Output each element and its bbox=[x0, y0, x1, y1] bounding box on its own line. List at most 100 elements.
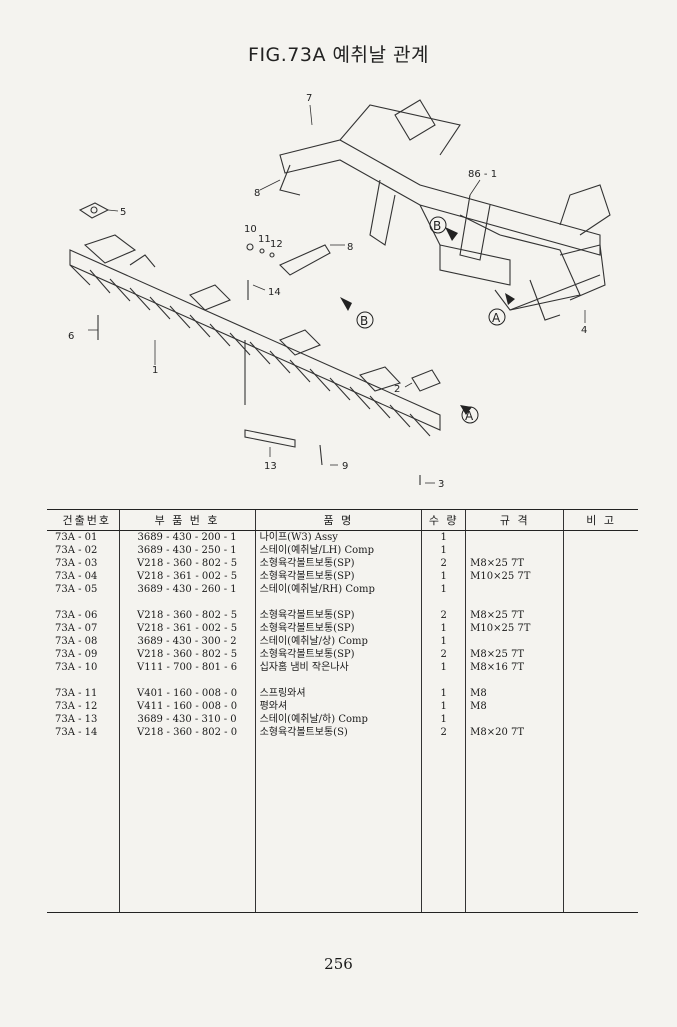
cell-part-no: 3689 - 430 - 260 - 1 bbox=[118, 583, 256, 596]
cell-quantity: 2 bbox=[421, 609, 466, 622]
cell-item-no: 73A - 01 bbox=[55, 532, 98, 543]
header-description: 품 명 bbox=[254, 509, 422, 531]
callout-3: 3 bbox=[438, 479, 444, 490]
callout-8-frame: 8 bbox=[254, 188, 260, 199]
cell-quantity: 1 bbox=[421, 635, 466, 648]
marker-b-frame: B bbox=[433, 219, 441, 233]
cell-item-no: 73A - 05 bbox=[55, 584, 98, 595]
cell-remarks bbox=[563, 700, 638, 713]
cell-spec bbox=[465, 544, 564, 557]
cell-remarks bbox=[563, 530, 638, 544]
cell-remarks bbox=[563, 583, 638, 596]
cell-remarks bbox=[563, 713, 638, 726]
leader-lines bbox=[88, 104, 586, 484]
cell-part-no: V111 - 700 - 801 - 6 bbox=[118, 661, 256, 674]
marker-a-frame: A bbox=[492, 311, 501, 325]
cell-part-no: V218 - 360 - 802 - 5 bbox=[118, 557, 256, 570]
table-empty-space bbox=[47, 739, 638, 913]
header-remarks: 비 고 bbox=[563, 509, 638, 531]
cell-description: 스테이(예취날/상) Comp bbox=[254, 635, 422, 648]
cell-remarks bbox=[563, 557, 638, 570]
bracket-parts bbox=[78, 202, 441, 485]
cell-description: 소형육각볼트보통(SP) bbox=[254, 622, 422, 635]
cell-part-no: V218 - 360 - 802 - 0 bbox=[118, 726, 256, 739]
cell-spec: M8 bbox=[465, 687, 564, 700]
cell-description: 소형육각볼트보통(SP) bbox=[254, 557, 422, 570]
cell-item-no: 73A - 08 bbox=[55, 636, 98, 647]
frame-assembly bbox=[279, 99, 611, 321]
cell-item-no: 73A - 10 bbox=[55, 662, 98, 673]
cell-item-no: 73A - 09 bbox=[55, 649, 98, 660]
cell-description: 스테이(예취날/하) Comp bbox=[254, 713, 422, 726]
cell-quantity: 1 bbox=[421, 687, 466, 700]
header-part-no: 부 품 번 호 bbox=[118, 509, 256, 531]
cell-spec: M10×25 7T bbox=[465, 570, 564, 583]
cell-item-no: 73A - 03 bbox=[55, 558, 98, 569]
callout-13: 13 bbox=[264, 461, 277, 472]
cell-spec: M8×25 7T bbox=[465, 609, 564, 622]
table-spacer-row bbox=[47, 596, 638, 609]
cell-quantity: 2 bbox=[421, 726, 466, 739]
marker-a-circle-frame bbox=[488, 308, 506, 326]
cell-remarks bbox=[563, 609, 638, 622]
cell-part-no: V218 - 361 - 002 - 5 bbox=[118, 570, 256, 583]
cell-remarks bbox=[563, 726, 638, 739]
cell-description: 소형육각볼트보통(SP) bbox=[254, 609, 422, 622]
cell-item-no: 73A - 06 bbox=[55, 610, 98, 621]
cell-quantity: 1 bbox=[421, 583, 466, 596]
cell-item-no: 73A - 14 bbox=[55, 727, 98, 738]
cell-spec bbox=[465, 530, 564, 544]
cell-description: 소형육각볼트보통(SP) bbox=[254, 570, 422, 583]
callout-7: 7 bbox=[306, 93, 312, 104]
cell-spec: M8×16 7T bbox=[465, 661, 564, 674]
cell-quantity: 1 bbox=[421, 700, 466, 713]
header-spec: 규 격 bbox=[465, 509, 564, 531]
cell-part-no: V218 - 361 - 002 - 5 bbox=[118, 622, 256, 635]
cell-remarks bbox=[563, 570, 638, 583]
marker-a-circle-knife bbox=[461, 406, 479, 424]
cell-item-no: 73A - 12 bbox=[55, 701, 98, 712]
marker-b-circle-frame bbox=[429, 216, 447, 234]
cell-spec: M8×20 7T bbox=[465, 726, 564, 739]
header-quantity: 수 량 bbox=[421, 509, 466, 531]
callout-10: 10 bbox=[244, 224, 257, 235]
callout-1: 1 bbox=[152, 365, 158, 376]
figure-title: FIG.73A 예취날 관계 bbox=[248, 44, 429, 66]
cell-part-no: 3689 - 430 - 300 - 2 bbox=[118, 635, 256, 648]
cell-description: 스테이(예취날/RH) Comp bbox=[254, 583, 422, 596]
cell-remarks bbox=[563, 687, 638, 700]
cell-spec: M10×25 7T bbox=[465, 622, 564, 635]
cell-remarks bbox=[563, 635, 638, 648]
cell-quantity: 2 bbox=[421, 648, 466, 661]
cell-item-no: 73A - 13 bbox=[55, 714, 98, 725]
callout-86-1: 86 - 1 bbox=[468, 169, 497, 180]
cell-item-no: 73A - 11 bbox=[55, 688, 98, 699]
callout-2: 2 bbox=[394, 384, 400, 395]
cell-remarks bbox=[563, 661, 638, 674]
marker-b-left: B bbox=[360, 314, 368, 328]
callout-11: 11 bbox=[258, 234, 271, 245]
cell-item-no: 73A - 04 bbox=[55, 571, 98, 582]
cell-remarks bbox=[563, 544, 638, 557]
table-spacer-row bbox=[47, 674, 638, 687]
cell-spec: M8×25 7T bbox=[465, 557, 564, 570]
cell-part-no: V218 - 360 - 802 - 5 bbox=[118, 648, 256, 661]
cell-description: 소형육각볼트보통(SP) bbox=[254, 648, 422, 661]
cell-spec bbox=[465, 713, 564, 726]
cell-part-no: 3689 - 430 - 250 - 1 bbox=[118, 544, 256, 557]
callout-labels: 7 8 86 - 1 5 10 11 12 8 14 6 1 2 13 9 3 … bbox=[68, 93, 587, 490]
callout-12: 12 bbox=[270, 239, 283, 250]
